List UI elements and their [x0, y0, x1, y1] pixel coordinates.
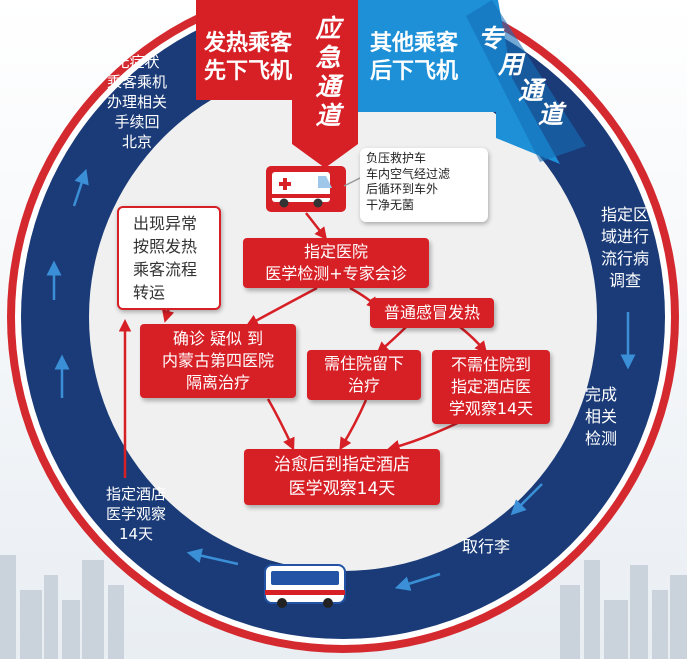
abnormal-line-4: 转运	[133, 283, 166, 302]
no-hospitalize-line-3: 学观察14天	[448, 399, 534, 418]
emergency-channel-banner	[196, 0, 358, 168]
note-pointer	[343, 177, 361, 187]
dedicated-channel-label: 专 用 通 道	[470, 20, 590, 132]
recovered-hotel-box: 治愈后到指定酒店 医学观察14天	[244, 449, 440, 505]
emergency-char-1: 应	[315, 14, 341, 43]
hotel-observe-line-3: 14天	[118, 525, 154, 543]
dedicated-char-1: 专	[478, 24, 504, 53]
city-skyline	[0, 555, 687, 659]
confirmed-line-1: 确诊 疑似 到	[172, 329, 264, 348]
hotel-observation-step: 指定酒店 医学观察 14天	[96, 484, 176, 544]
ambulance-note-line-3: 后循环到车外	[366, 182, 439, 196]
luggage-step: 取行李	[452, 536, 520, 558]
testing-line-2: 相关	[584, 407, 617, 426]
epi-line-3: 流行病	[600, 249, 649, 268]
ambulance-note-line-4: 干净无菌	[366, 197, 415, 212]
epi-line-4: 调查	[608, 271, 641, 290]
return-beijing-line-2: 乘客乘机	[106, 73, 167, 91]
dedicated-channel-shade	[466, 0, 586, 162]
epidemiological-survey-step: 指定区 域进行 流行病 调查	[592, 204, 658, 292]
other-line-1: 其他乘客	[369, 31, 458, 56]
abnormal-line-3: 乘客流程	[133, 260, 198, 279]
flu-line-1: 普通感冒发热	[383, 303, 480, 322]
emergency-char-4: 道	[315, 101, 341, 130]
hospitalize-box: 需住院留下 治疗	[307, 350, 421, 400]
abnormal-note: 出现异常 按照发热 乘客流程 转运	[117, 206, 221, 310]
other-line-2: 后下飞机	[369, 59, 458, 84]
hospitalize-line-2: 治疗	[347, 376, 380, 395]
abnormal-line-2: 按照发热	[133, 237, 198, 256]
return-beijing-line-5: 北京	[121, 133, 152, 151]
complete-testing-step: 完成 相关 检测	[578, 384, 624, 450]
designated-hospital-box: 指定医院 医学检测+专家会诊	[243, 238, 429, 288]
emergency-char-3: 通	[315, 72, 341, 101]
hotel-observe-line-2: 医学观察	[105, 505, 166, 523]
ambulance-icon	[266, 166, 346, 212]
other-passengers-label: 其他乘客 后下飞机	[362, 30, 466, 86]
ring-arrows	[46, 168, 636, 591]
luggage-line-1: 取行李	[461, 537, 510, 556]
dedicated-channel-banner	[358, 0, 560, 164]
emergency-channel-label: 应 急 通 道	[308, 14, 348, 130]
hospital-line-1: 指定医院	[303, 242, 368, 261]
hospitalize-line-1: 需住院留下	[323, 354, 404, 373]
ambulance-note: 负压救护车 车内空气经过滤 后循环到车外 干净无菌	[360, 148, 488, 222]
ambulance-note-line-2: 车内空气经过滤	[366, 166, 451, 181]
fever-line-1: 发热乘客	[203, 31, 292, 56]
hospital-line-2: 医学检测+专家会诊	[265, 264, 407, 283]
fever-passengers-label: 发热乘客 先下飞机	[200, 30, 296, 86]
no-hospitalize-line-2: 指定酒店医	[450, 377, 531, 396]
no-hospitalize-line-1: 不需住院到	[450, 355, 531, 374]
confirmed-suspected-box: 确诊 疑似 到 内蒙古第四医院 隔离治疗	[140, 324, 296, 398]
return-beijing-line-1: 无症状	[114, 53, 160, 71]
ambulance-note-line-1: 负压救护车	[366, 151, 427, 165]
testing-line-1: 完成	[584, 385, 617, 404]
emergency-char-2: 急	[315, 43, 341, 72]
return-beijing-line-4: 手续回	[114, 113, 160, 131]
recovered-line-2: 医学观察14天	[288, 479, 396, 499]
epi-line-1: 指定区	[600, 205, 649, 224]
return-beijing-step: 无症状 乘客乘机 办理相关 手续回 北京	[90, 52, 184, 152]
confirmed-line-2: 内蒙古第四医院	[161, 351, 274, 370]
no-hospitalize-box: 不需住院到 指定酒店医 学观察14天	[432, 350, 550, 424]
testing-line-3: 检测	[584, 429, 617, 448]
return-beijing-line-3: 办理相关	[106, 93, 167, 111]
fever-line-2: 先下飞机	[203, 59, 292, 84]
hotel-observe-line-1: 指定酒店	[105, 485, 166, 503]
common-cold-fever-box: 普通感冒发热	[370, 298, 494, 328]
dedicated-char-3: 通	[518, 76, 544, 105]
dedicated-char-4: 道	[538, 100, 564, 129]
recovered-line-1: 治愈后到指定酒店	[274, 455, 410, 475]
confirmed-line-3: 隔离治疗	[185, 373, 250, 392]
dedicated-char-2: 用	[498, 50, 524, 79]
bus-icon	[264, 564, 346, 608]
abnormal-line-1: 出现异常	[133, 214, 198, 233]
epi-line-2: 域进行	[600, 227, 649, 246]
